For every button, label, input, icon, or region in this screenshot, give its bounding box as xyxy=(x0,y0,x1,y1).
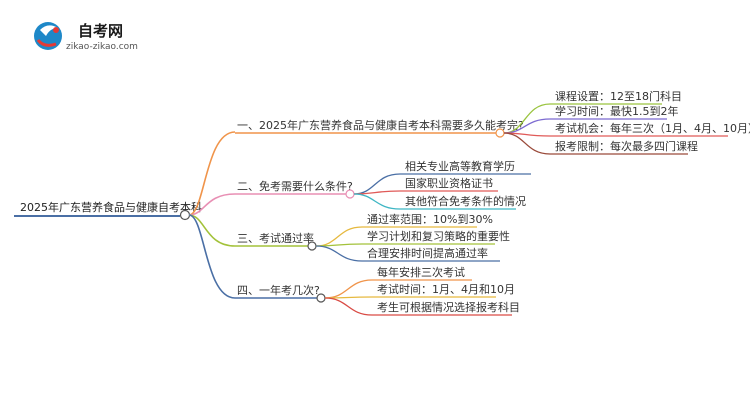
leaf-label: 相关专业高等教育学历 xyxy=(405,159,515,173)
leaf-label: 报考限制：每次最多四门课程 xyxy=(555,139,698,153)
leaf-1-3[interactable]: 考试机会：每年三次（1月、4月、10月） xyxy=(550,121,750,137)
branch-4[interactable]: 四、一年考几次? xyxy=(235,283,326,303)
leaf-2-1[interactable]: 相关专业高等教育学历 xyxy=(400,159,531,175)
branch-2-collapse-handle[interactable] xyxy=(345,189,355,199)
branch-3[interactable]: 三、考试通过率 xyxy=(235,231,317,251)
leaf-4-1[interactable]: 每年安排三次考试 xyxy=(372,265,472,281)
leaf-label: 每年安排三次考试 xyxy=(377,265,465,279)
branch-4-collapse-handle[interactable] xyxy=(316,293,326,303)
branch-1-collapse-handle[interactable] xyxy=(495,128,505,138)
leaf-label: 通过率范围：10%到30% xyxy=(367,212,493,226)
branch-connector-1 xyxy=(188,131,236,216)
logo-icon xyxy=(34,22,62,50)
leaf-4-3[interactable]: 考生可根据情况选择报考科目 xyxy=(372,300,520,316)
branch-2-label: 二、免考需要什么条件? xyxy=(237,179,353,193)
leaf-1-2[interactable]: 学习时间：最快1.5到2年 xyxy=(550,104,679,120)
leaf-3-1[interactable]: 通过率范围：10%到30% xyxy=(362,212,493,228)
leaf-connector xyxy=(353,193,401,210)
branch-2[interactable]: 二、免考需要什么条件? xyxy=(235,179,355,199)
branch-4-label: 四、一年考几次? xyxy=(237,283,320,297)
leaf-connector xyxy=(503,132,551,155)
leaf-3-3[interactable]: 合理安排时间提高通过率 xyxy=(362,246,500,262)
leaf-connector xyxy=(324,297,373,316)
branch-3-collapse-handle[interactable] xyxy=(307,241,317,251)
logo-url: zikao-zikao.com xyxy=(66,42,138,52)
branch-connector-2 xyxy=(188,193,236,216)
root-collapse-handle[interactable] xyxy=(179,209,191,221)
leaf-3-2[interactable]: 学习计划和复习策略的重要性 xyxy=(362,229,510,245)
leaf-label: 考生可根据情况选择报考科目 xyxy=(377,300,520,314)
branch-connector-3 xyxy=(188,214,236,247)
branch-1[interactable]: 一、2025年广东营养食品与健康自考本科需要多久能考完? xyxy=(235,118,524,138)
leaf-label: 学习时间：最快1.5到2年 xyxy=(555,104,679,118)
leaf-2-2[interactable]: 国家职业资格证书 xyxy=(400,176,498,192)
leaf-1-4[interactable]: 报考限制：每次最多四门课程 xyxy=(550,139,698,155)
site-logo[interactable]: 自考网 zikao-zikao.com xyxy=(34,22,138,52)
root-label: 2025年广东营养食品与健康自考本科 xyxy=(20,200,202,214)
leaf-label: 学习计划和复习策略的重要性 xyxy=(367,229,510,243)
leaf-label: 国家职业资格证书 xyxy=(405,176,493,190)
leaf-label: 考试机会：每年三次（1月、4月、10月） xyxy=(555,121,750,135)
leaf-connector xyxy=(315,245,363,262)
leaf-connector xyxy=(324,279,373,299)
branch-connector-4 xyxy=(188,214,236,299)
leaf-1-1[interactable]: 课程设置：12至18门科目 xyxy=(550,89,682,105)
leaf-2-3[interactable]: 其他符合免考条件的情况 xyxy=(400,194,526,210)
logo-name: 自考网 xyxy=(78,22,123,40)
leaf-4-2[interactable]: 考试时间：1月、4月和10月 xyxy=(372,283,515,298)
leaf-label: 合理安排时间提高通过率 xyxy=(367,246,488,260)
branch-3-label: 三、考试通过率 xyxy=(237,231,314,245)
root-node[interactable]: 2025年广东营养食品与健康自考本科 xyxy=(14,200,202,221)
leaf-label: 其他符合免考条件的情况 xyxy=(405,194,526,208)
leaf-connector xyxy=(315,226,363,247)
leaf-label: 考试时间：1月、4月和10月 xyxy=(377,283,515,296)
leaf-label: 课程设置：12至18门科目 xyxy=(555,89,682,103)
branch-1-label: 一、2025年广东营养食品与健康自考本科需要多久能考完? xyxy=(237,118,524,132)
